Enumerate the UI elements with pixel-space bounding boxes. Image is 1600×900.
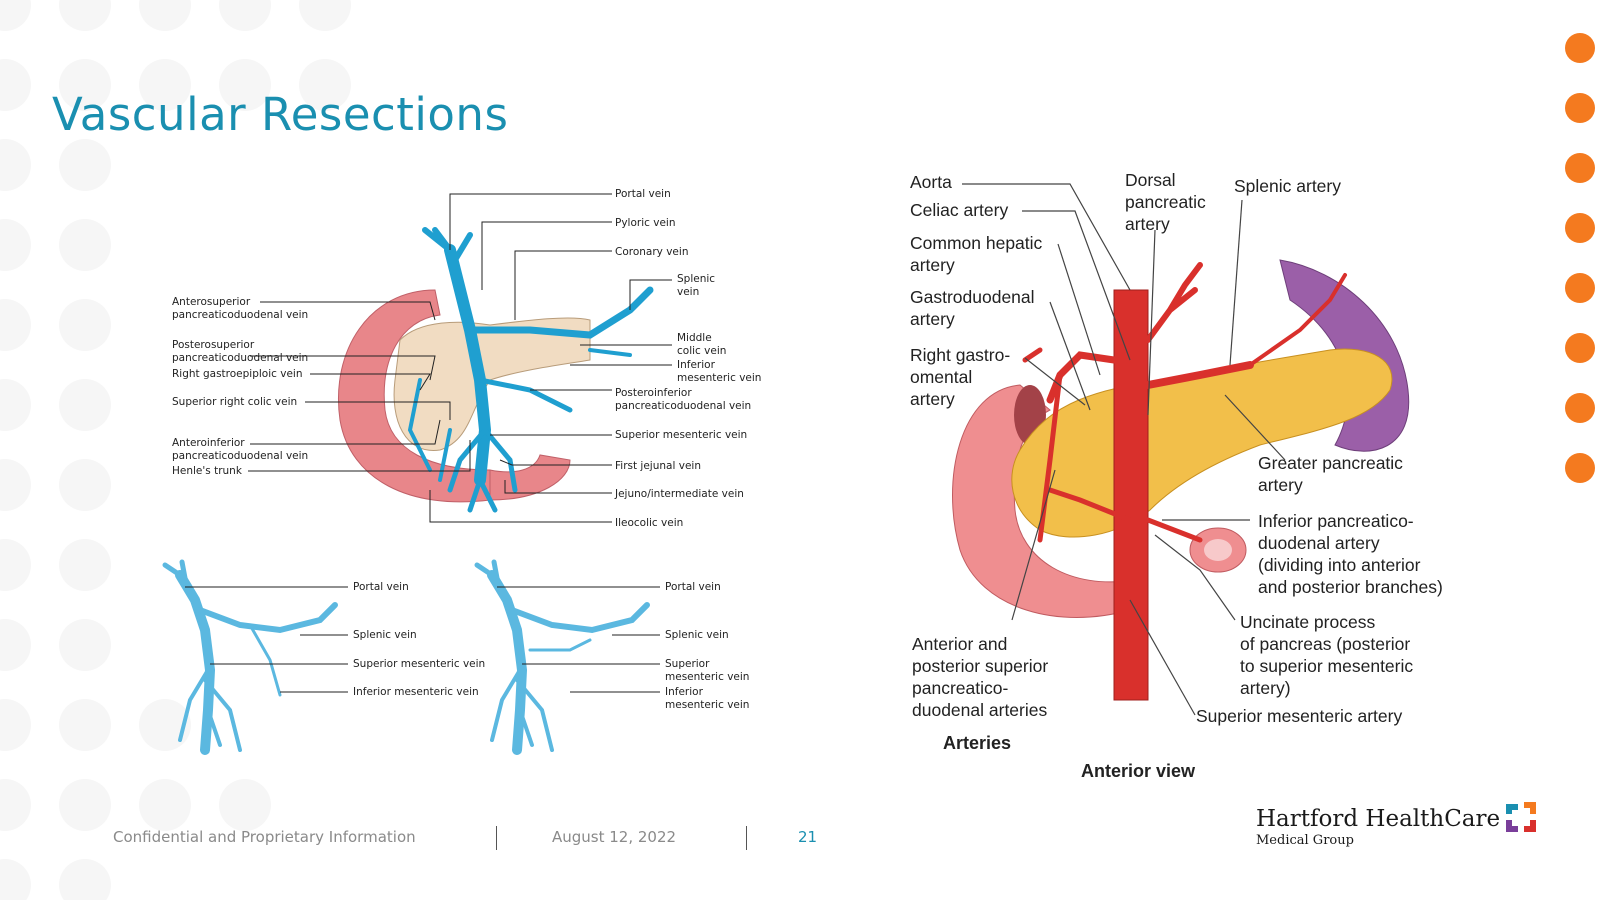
label-anterosuperior: Anterosuperior [172,296,251,308]
label-ileocolic: Ileocolic vein [615,517,683,529]
label-inferior-pd: Inferior pancreatico- [1258,511,1414,531]
label-common-hepatic-2: artery [910,255,955,275]
label-splenic-artery: Splenic artery [1234,176,1341,196]
venous-variant-b [474,559,650,755]
label-right-gastro-2: omental [910,367,972,387]
variant-a-imv: Inferior mesenteric vein [353,686,479,698]
label-uncinate-4: artery) [1240,678,1291,698]
variant-a-smv: Superior mesenteric vein [353,658,485,670]
label-uncinate: Uncinate process [1240,612,1375,632]
page-number: 21 [798,828,818,846]
variant-a-portal-vein: Portal vein [353,581,409,593]
label-splenic: Splenic [677,273,715,285]
label-aorta: Aorta [910,172,952,192]
label-superior-right-colic: Superior right colic vein [172,396,297,408]
label-right-gastro: Right gastro- [910,345,1010,365]
label-common-hepatic: Common hepatic [910,233,1043,253]
variant-b-inferior: Inferior [665,686,704,698]
label-dorsal-2: pancreatic [1125,192,1206,212]
variant-b-portal-vein: Portal vein [665,581,721,593]
logo-name: Hartford HealthCare [1256,806,1501,832]
label-portal-vein: Portal vein [615,188,671,200]
label-dorsal-3: artery [1125,214,1170,234]
label-anterior-and-4: duodenal arteries [912,700,1047,720]
variant-b-superior: Superior [665,658,710,670]
logo-subtitle: Medical Group [1256,833,1354,848]
slide-title: Vascular Resections [52,88,509,141]
label-gastroduodenal-2: artery [910,309,955,329]
label-right-gastro-3: artery [910,389,955,409]
label-posteroinferior-2: pancreaticoduodenal vein [615,400,751,412]
pancreas-shape [393,317,591,451]
label-first-jejunal: First jejunal vein [615,460,701,472]
label-jejuno: Jejuno/intermediate vein [614,488,744,500]
arterial-anatomy-figure: Aorta Celiac artery Common hepatic arter… [910,170,1443,781]
label-anteroinferior: Anteroinferior [172,437,245,449]
label-middle: Middle [677,332,712,344]
hartford-healthcare-logo: Hartford HealthCare Medical Group [1256,806,1500,848]
label-greater-pancreatic: Greater pancreatic [1258,453,1403,473]
label-splenic-2: vein [677,286,699,298]
label-anteroinferior-2: pancreaticoduodenal vein [172,450,308,462]
label-greater-pancreatic-2: artery [1258,475,1303,495]
label-middle-2: colic vein [677,345,726,357]
label-sma: Superior mesenteric artery [1196,706,1402,726]
venous-anatomy-figure: Anterosuperior pancreaticoduodenal vein … [162,188,761,755]
label-posterosuperior: Posterosuperior [172,339,255,351]
label-gastroduodenal: Gastroduodenal [910,287,1035,307]
orange-dot-column [1565,33,1595,483]
variant-b-inferior-2: mesenteric vein [665,699,749,711]
label-uncinate-3: to superior mesenteric [1240,656,1413,676]
variant-a-splenic-vein: Splenic vein [353,629,417,641]
background-dot-pattern [0,0,351,900]
variant-b-superior-2: mesenteric vein [665,671,749,683]
logo-mark-icon [1506,802,1536,832]
venous-variant-a [162,559,338,755]
label-smv: Superior mesenteric vein [615,429,747,441]
label-inferior-2: mesenteric vein [677,372,761,384]
label-dorsal: Dorsal [1125,170,1176,190]
duodenum-shape [338,289,491,503]
label-anterior-and-3: pancreatico- [912,678,1008,698]
label-henles-trunk: Henle's trunk [172,465,243,477]
label-posteroinferior: Posteroinferior [615,387,692,399]
label-celiac-artery: Celiac artery [910,200,1008,220]
footer-separator [746,826,747,850]
label-pyloric-vein: Pyloric vein [615,217,675,229]
footer-separator [496,826,497,850]
footer-date: August 12, 2022 [552,828,677,846]
label-inferior: Inferior [677,359,716,371]
label-coronary-vein: Coronary vein [615,246,688,258]
aorta-shape [1113,289,1149,701]
label-posterosuperior-2: pancreaticoduodenal vein [172,352,308,364]
footer-confidential: Confidential and Proprietary Information [113,828,416,846]
label-right-gastroepiploic: Right gastroepiploic vein [172,368,303,380]
variant-b-splenic-vein: Splenic vein [665,629,729,641]
label-inferior-pd-3: (dividing into anterior [1258,555,1421,575]
label-inferior-pd-2: duodenal artery [1258,533,1380,553]
caption-anterior-view: Anterior view [1081,761,1196,781]
label-anterior-and-2: posterior superior [912,656,1048,676]
label-anterosuperior-2: pancreaticoduodenal vein [172,309,308,321]
label-anterior-and: Anterior and [912,634,1007,654]
caption-arteries: Arteries [943,733,1011,753]
label-inferior-pd-4: and posterior branches) [1258,577,1443,597]
label-uncinate-2: of pancreas (posterior [1240,634,1410,654]
